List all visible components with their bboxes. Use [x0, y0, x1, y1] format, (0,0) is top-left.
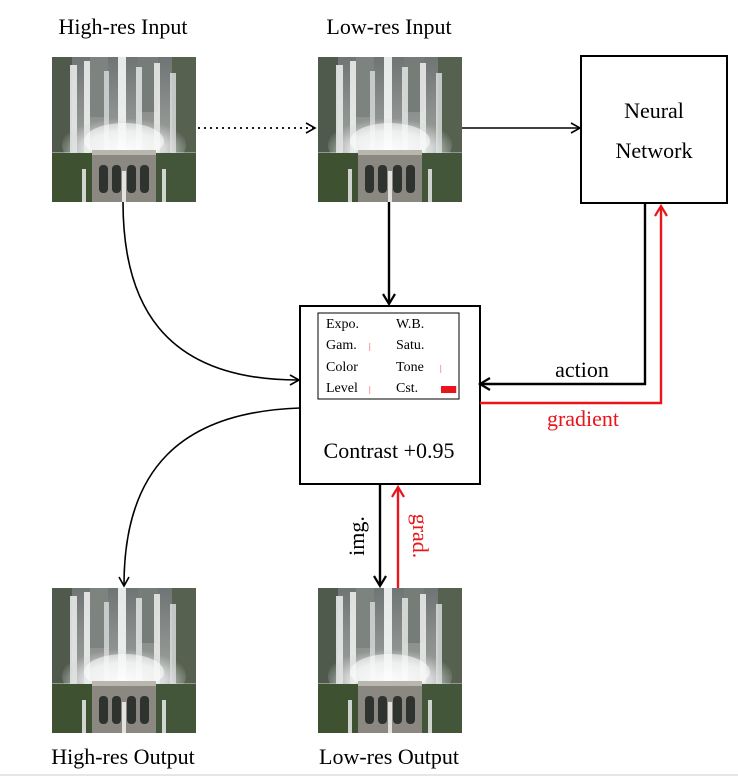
filter-level-bars [369, 343, 457, 394]
lowres-input-label: Low-res Input [326, 14, 451, 39]
highres-input-image [52, 57, 196, 202]
grad-label: grad. [408, 514, 433, 559]
contrast-label: Contrast +0.95 [324, 438, 455, 463]
filter-level-bar [369, 386, 371, 394]
gradient-label: gradient [547, 406, 619, 431]
highres-output-label: High-res Output [51, 744, 195, 769]
highres-output-image [52, 588, 196, 733]
img-label: img. [344, 516, 369, 556]
action-label: action [555, 357, 609, 382]
filter-table [317, 312, 460, 400]
lowres-output-image [318, 588, 462, 733]
filter-name: Expo. [326, 317, 359, 332]
lowres-input-image [318, 57, 462, 202]
filter-level-bar [441, 386, 457, 393]
filter-name: W.B. [396, 317, 424, 332]
filter-name: Tone [396, 360, 424, 375]
neural-network-label-line2: Network [616, 138, 693, 163]
filter-to-highres-output-curve [118, 407, 301, 588]
filter-grid: Expo. W.B. Gam. Satu. Color Tone Level C… [326, 317, 424, 396]
highres-to-filter-curve [122, 201, 301, 386]
filter-name: Color [326, 360, 358, 375]
filter-name: Level [326, 381, 358, 396]
filter-level-bar [440, 365, 442, 373]
gradient-arrow [480, 203, 668, 405]
neural-network-box [580, 55, 728, 204]
neural-network-label-line1: Neural [624, 98, 684, 123]
filter-level-bar [369, 343, 371, 351]
highres-input-label: High-res Input [59, 14, 188, 39]
lowres-output-label: Low-res Output [319, 744, 459, 769]
filter-name: Satu. [396, 338, 424, 353]
filter-name: Gam. [326, 338, 357, 353]
action-arrow [477, 203, 647, 391]
filter-name: Cst. [396, 381, 418, 396]
